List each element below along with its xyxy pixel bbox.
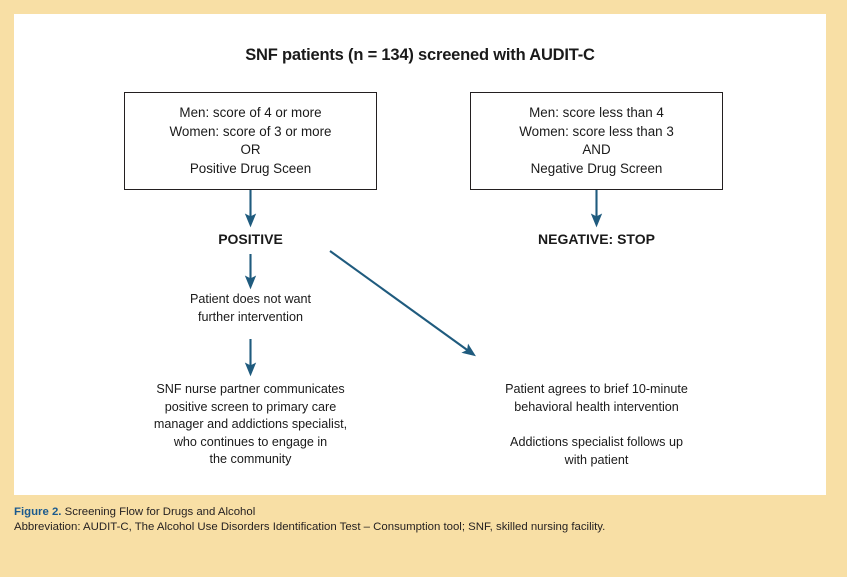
negative-criteria-line-3: AND (582, 142, 611, 157)
negative-criteria-line-2: Women: score less than 3 (519, 123, 674, 139)
diagram-canvas: SNF patients (n = 134) screened with AUD… (14, 14, 826, 495)
positive-criteria-box: Men: score of 4 or more Women: score of … (124, 92, 377, 190)
caption-title-line: Figure 2. Screening Flow for Drugs and A… (14, 505, 834, 520)
negative-criteria-line-4: Negative Drug Screen (530, 160, 663, 176)
step-nurse-communicates-line-1: SNF nurse partner communicates (156, 382, 345, 396)
step-nurse-communicates-line-5: the community (209, 452, 292, 466)
step-patient-declines-line-2: further intervention (197, 309, 303, 324)
step-specialist-followup: Addictions specialist follows up with pa… (460, 434, 733, 469)
step-specialist-followup-line-1: Addictions specialist follows up (510, 435, 683, 449)
outcome-label-negative-stop: NEGATIVE: STOP (538, 231, 655, 247)
step-patient-declines: Patient does not want further interventi… (124, 291, 377, 326)
positive-criteria-line-1: Men: score of 4 or more (179, 105, 322, 120)
caption-figure-number: Figure 2. (14, 506, 62, 518)
step-specialist-followup-line-2: with patient (564, 452, 629, 467)
positive-criteria-line-2: Women: score of 3 or more (169, 123, 332, 139)
step-nurse-communicates-line-2: positive screen to primary care (164, 399, 337, 414)
caption-title-text: Screening Flow for Drugs and Alcohol (61, 506, 256, 518)
step-patient-agrees-line-2: behavioral health intervention (514, 399, 679, 414)
positive-criteria-line-4: Positive Drug Sceen (189, 160, 312, 176)
figure-caption: Figure 2. Screening Flow for Drugs and A… (14, 505, 834, 536)
outcome-label-positive: POSITIVE (218, 231, 283, 247)
positive-criteria-line-3: OR (240, 142, 261, 157)
step-nurse-communicates-line-4: who continues to engage in (173, 434, 328, 449)
negative-criteria-box: Men: score less than 4 Women: score less… (470, 92, 723, 190)
step-nurse-communicates: SNF nurse partner communicates positive … (110, 381, 391, 469)
step-patient-agrees-line-1: Patient agrees to brief 10-minute (505, 382, 688, 396)
caption-abbreviation-line: Abbreviation: AUDIT-C, The Alcohol Use D… (14, 521, 606, 534)
diagram-title: SNF patients (n = 134) screened with AUD… (245, 46, 595, 64)
step-nurse-communicates-line-3: manager and addictions specialist, (153, 417, 348, 431)
step-patient-declines-line-1: Patient does not want (189, 292, 312, 306)
step-patient-agrees-intervention: Patient agrees to brief 10-minute behavi… (460, 381, 733, 416)
negative-criteria-line-1: Men: score less than 4 (529, 105, 664, 120)
